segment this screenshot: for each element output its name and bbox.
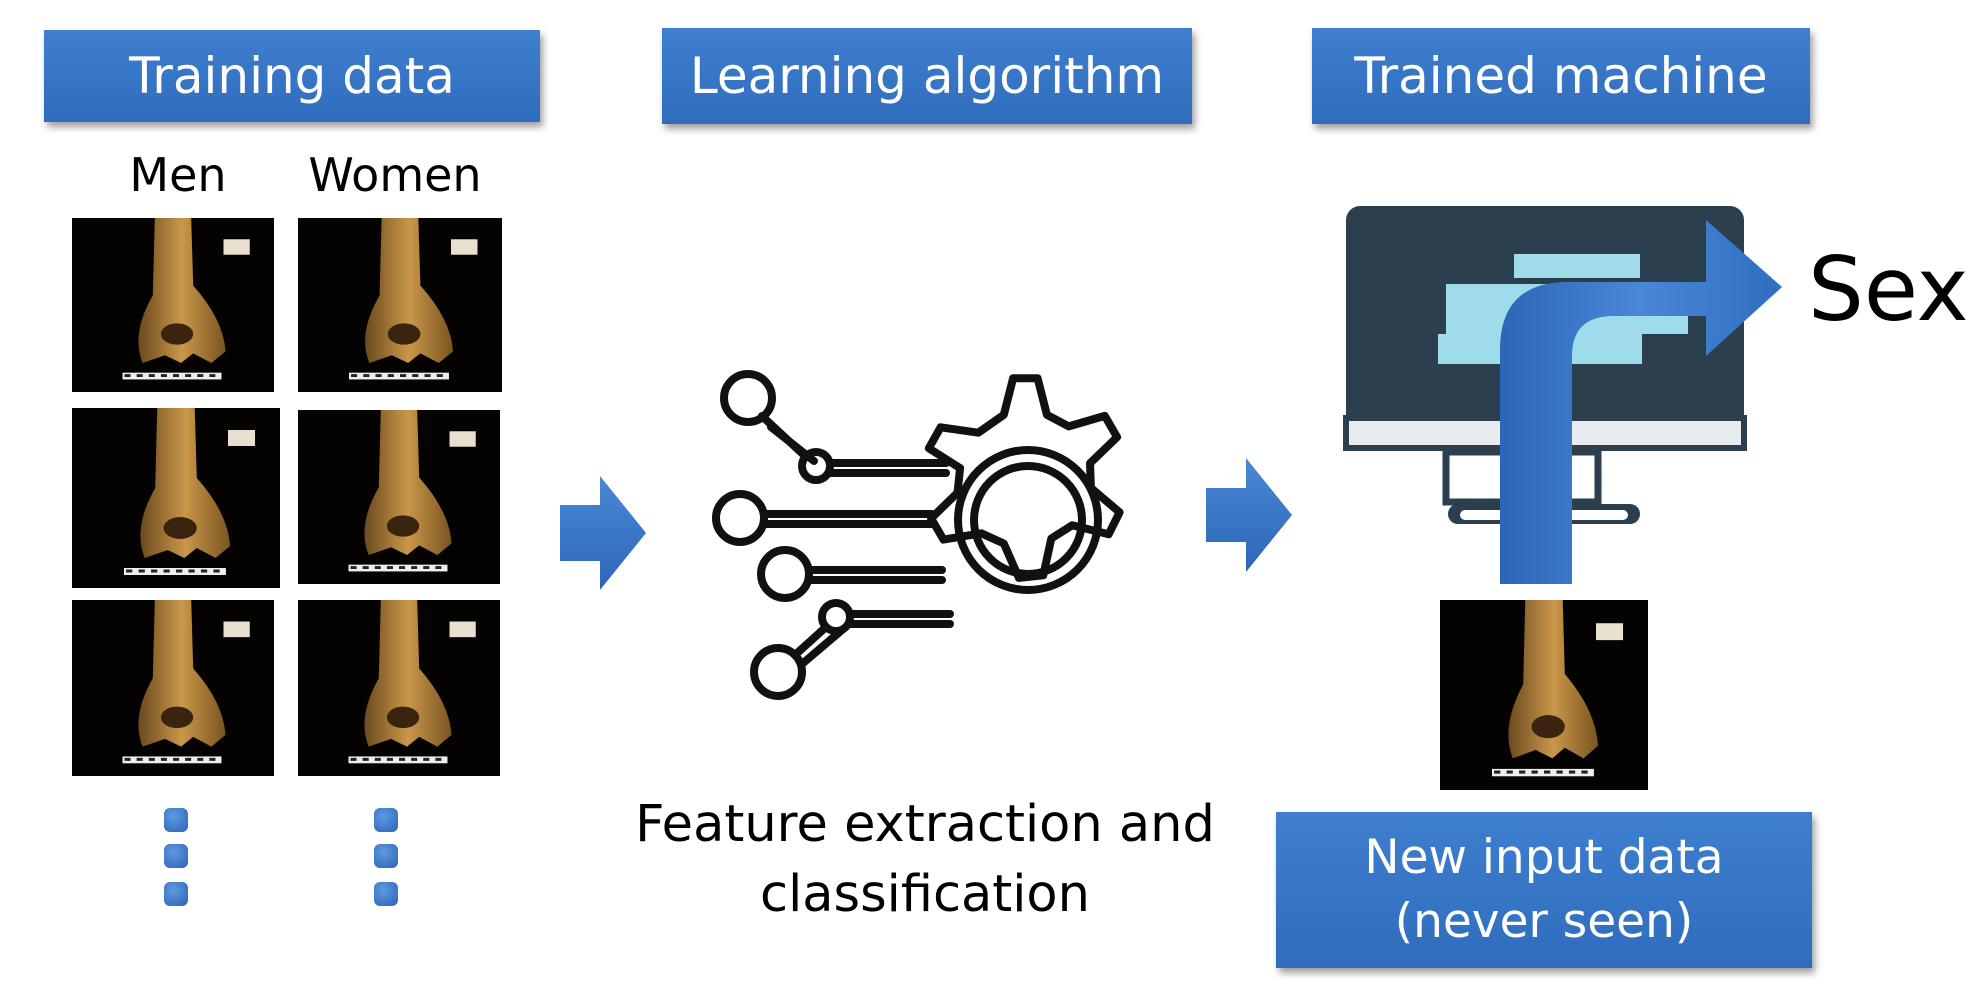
right-arrow-icon-2	[1206, 458, 1292, 572]
bone-photo-men-3	[72, 600, 274, 776]
bone-photo-women-1	[298, 218, 502, 392]
feature-extraction-label: Feature extraction and classification	[635, 795, 1215, 924]
bone-photo-new-input	[1440, 600, 1648, 790]
bone-photo-men-2	[72, 408, 280, 588]
men-label: Men	[129, 148, 227, 202]
sex-output-label: Sex	[1808, 238, 1969, 341]
right-arrow-icon-1	[560, 476, 646, 590]
bone-photo-women-3	[298, 600, 500, 776]
gear-network-icon	[712, 370, 1124, 700]
bone-photo-men-1	[72, 218, 274, 392]
trained-machine-header: Trained machine	[1312, 28, 1810, 124]
new-input-header: New input data (never seen)	[1276, 812, 1812, 968]
bone-photo-women-2	[298, 410, 500, 584]
curved-arrow-icon	[1500, 220, 1782, 584]
women-label: Women	[308, 148, 482, 202]
training-data-header: Training data	[44, 30, 540, 122]
learning-algorithm-header: Learning algorithm	[662, 28, 1192, 124]
